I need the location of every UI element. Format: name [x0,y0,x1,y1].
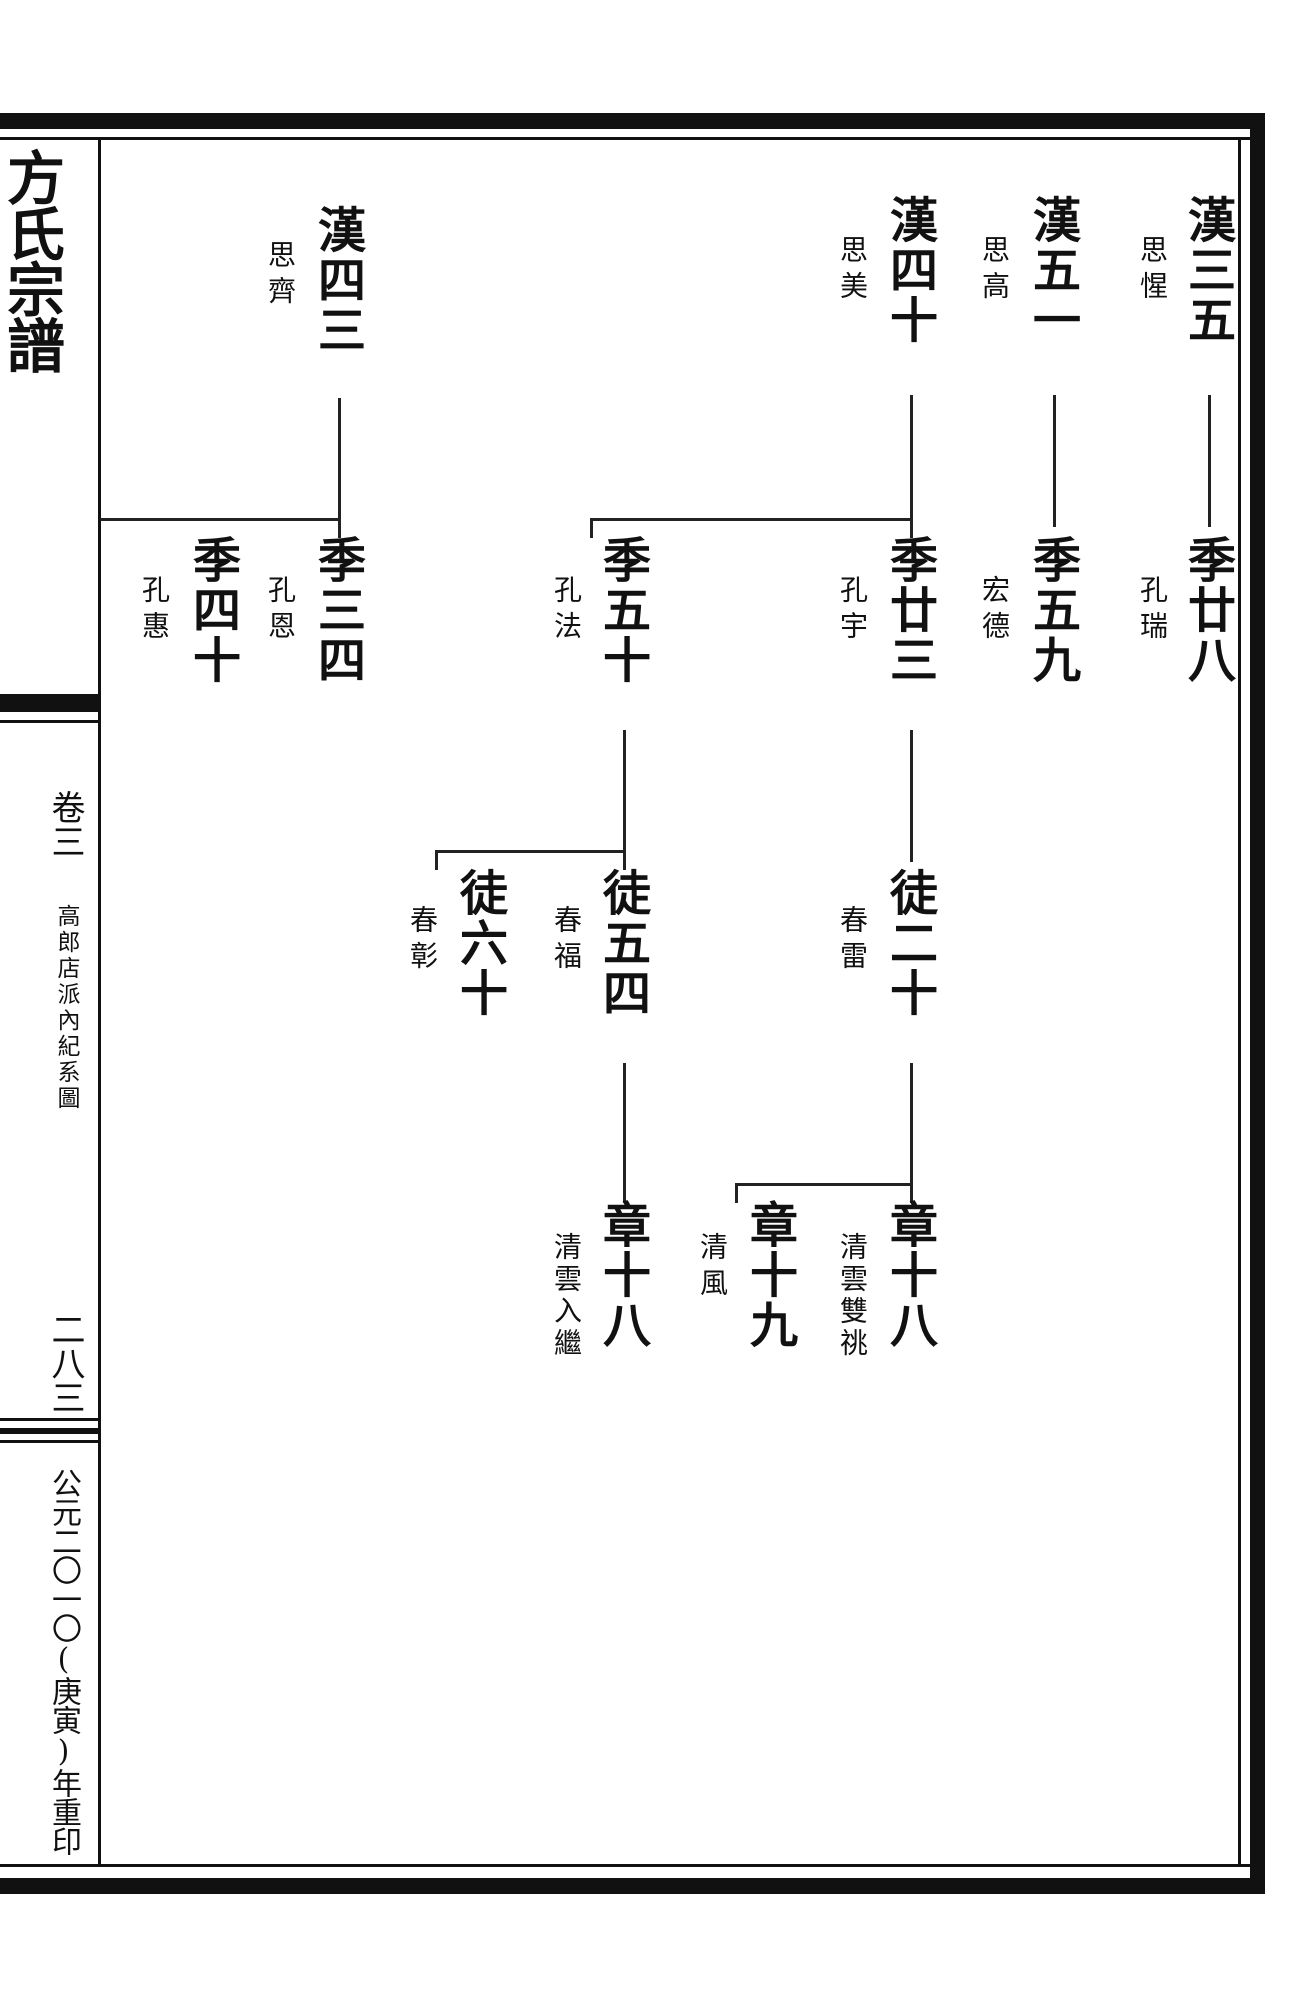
link-tu20-zhang18a [910,1183,913,1203]
node-ji34-courtesy: 孔恩 [264,575,297,647]
node-zhang18a-name: 章十八 [881,1200,937,1350]
reprint-note: 公元二〇一〇(庚寅)年重印 [46,1468,81,1855]
link-han40-ji50 [590,518,593,538]
frame-top-thick [0,113,1265,129]
node-han43-courtesy: 思齊 [264,240,297,312]
node-han35-courtesy: 思惺 [1136,235,1169,307]
node-ji50-courtesy: 孔法 [550,575,583,647]
link-ji50-branch [435,850,626,853]
spine-fishtail-bottom-b [0,1428,98,1434]
node-tu60-courtesy: 春彰 [406,905,439,977]
node-zhang18b-name: 章十八 [594,1200,650,1350]
node-tu20-name: 徒二十 [881,868,937,1018]
node-han51-courtesy: 思高 [978,235,1011,307]
link-tu20-down [910,1063,913,1185]
link-ji50-down [623,730,626,852]
node-ji28-name: 季廿八 [1179,535,1235,685]
node-ji23-courtesy: 孔宇 [836,575,869,647]
node-zhang18a-courtesy: 清雲雙祧 [836,1232,869,1360]
node-han40-name: 漢四十 [881,195,937,345]
node-ji28-courtesy: 孔瑞 [1136,575,1169,647]
link-tu54-zhang18b [623,1063,626,1203]
frame-right-thin [1238,137,1241,1867]
link-han40-down [910,395,913,520]
frame-bottom-thick [0,1878,1265,1894]
node-tu60-name: 徒六十 [451,868,507,1018]
node-tu54-name: 徒五四 [594,868,650,1018]
node-ji40-name: 季四十 [184,535,240,685]
node-tu20-courtesy: 春雷 [836,905,869,977]
node-han43-name: 漢四三 [309,205,365,355]
link-ji23-tu20 [910,730,913,862]
spine-fishtail-bottom-a [0,1418,98,1421]
page-number: 二八三 [45,1312,85,1414]
link-han40-ji23 [910,518,913,538]
node-ji59-name: 季五九 [1024,535,1080,685]
node-ji50-name: 季五十 [594,535,650,685]
link-han35-ji28 [1208,395,1211,527]
link-tu20-zhang19 [735,1183,738,1203]
book-title: 方氏宗譜 [0,148,65,372]
node-ji23-name: 季廿三 [881,535,937,685]
link-han51-ji59 [1053,395,1056,527]
spine-fishtail-bottom-c [0,1440,98,1443]
volume-label: 卷三 [45,790,85,858]
frame-right-thick [1250,113,1265,1894]
spine-fishtail-top-b [0,720,98,723]
node-ji34-name: 季三四 [309,535,365,685]
node-zhang19-name: 章十九 [741,1200,797,1350]
link-han40-branch [590,518,913,521]
node-zhang19-courtesy: 清風 [696,1232,729,1304]
link-ji50-tu60 [435,850,438,870]
node-han35-name: 漢三五 [1179,195,1235,345]
node-ji40-courtesy: 孔惠 [138,575,171,647]
node-zhang18b-courtesy: 清雲入繼 [550,1232,583,1360]
link-han43-branch [100,518,341,521]
section-label: 高郎店派內紀系圖 [53,904,79,1112]
link-tu20-branch [735,1183,913,1186]
frame-top-thin [0,137,1252,140]
link-han43-ji34 [338,518,341,538]
link-ji50-tu54 [623,850,626,870]
spine-separator [98,137,101,1867]
node-han51-name: 漢五一 [1024,195,1080,345]
node-han40-courtesy: 思美 [836,235,869,307]
link-han43-down [338,398,341,520]
node-tu54-courtesy: 春福 [550,905,583,977]
node-ji59-courtesy: 宏德 [978,575,1011,647]
spine-fishtail-top-a [0,694,98,712]
frame-bottom-thin [0,1864,1252,1867]
